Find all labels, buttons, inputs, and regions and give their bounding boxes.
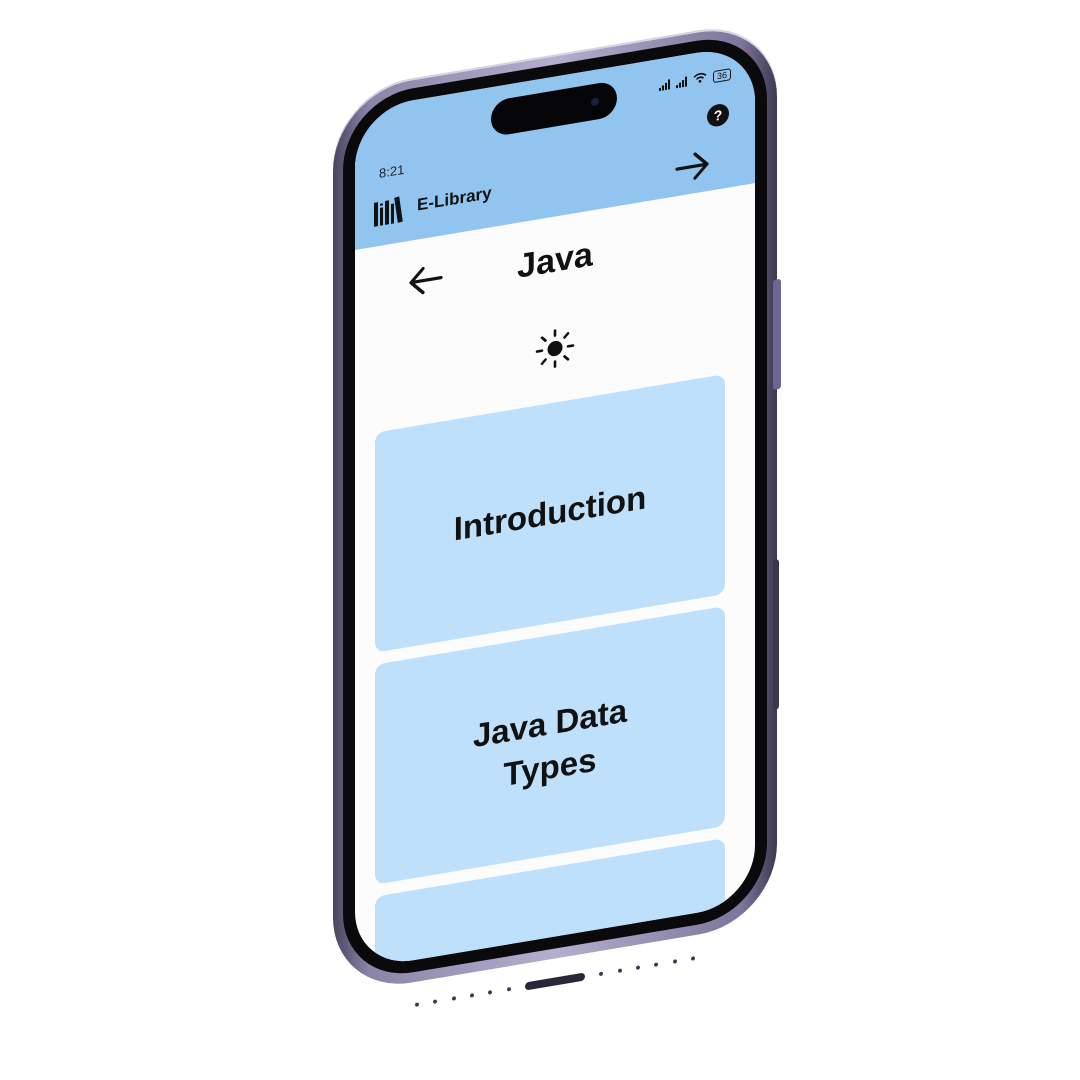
app-header: 8:21 36 ? <box>355 43 755 250</box>
side-button-lower <box>773 559 779 711</box>
phone-mockup: 8:21 36 ? <box>333 17 781 1007</box>
help-button[interactable]: ? <box>707 102 729 129</box>
battery-icon: 36 <box>712 68 731 84</box>
camera-icon <box>591 97 599 107</box>
power-button <box>773 278 781 391</box>
brand: E-Library <box>373 179 492 227</box>
signal-icon <box>658 79 670 92</box>
sun-icon <box>535 329 575 368</box>
wifi-icon <box>693 71 707 87</box>
arrow-left-icon <box>409 266 443 295</box>
status-time: 8:21 <box>379 161 405 181</box>
app-name: E-Library <box>417 183 492 215</box>
charging-port <box>524 972 585 991</box>
status-icons: 36 <box>658 67 731 93</box>
back-button[interactable] <box>405 260 445 301</box>
topic-list: Introduction Java Data Types Java Input … <box>375 374 725 970</box>
signal-icon-secondary <box>675 76 687 89</box>
app-screen: 8:21 36 ? <box>355 43 755 970</box>
theme-toggle-button[interactable] <box>535 325 575 372</box>
arrow-right-icon <box>675 152 709 180</box>
topic-card-data-types[interactable]: Java Data Types <box>375 606 725 885</box>
forward-button[interactable] <box>673 146 713 187</box>
topic-card-introduction[interactable]: Introduction <box>375 374 725 653</box>
bookshelf-icon <box>373 194 403 227</box>
